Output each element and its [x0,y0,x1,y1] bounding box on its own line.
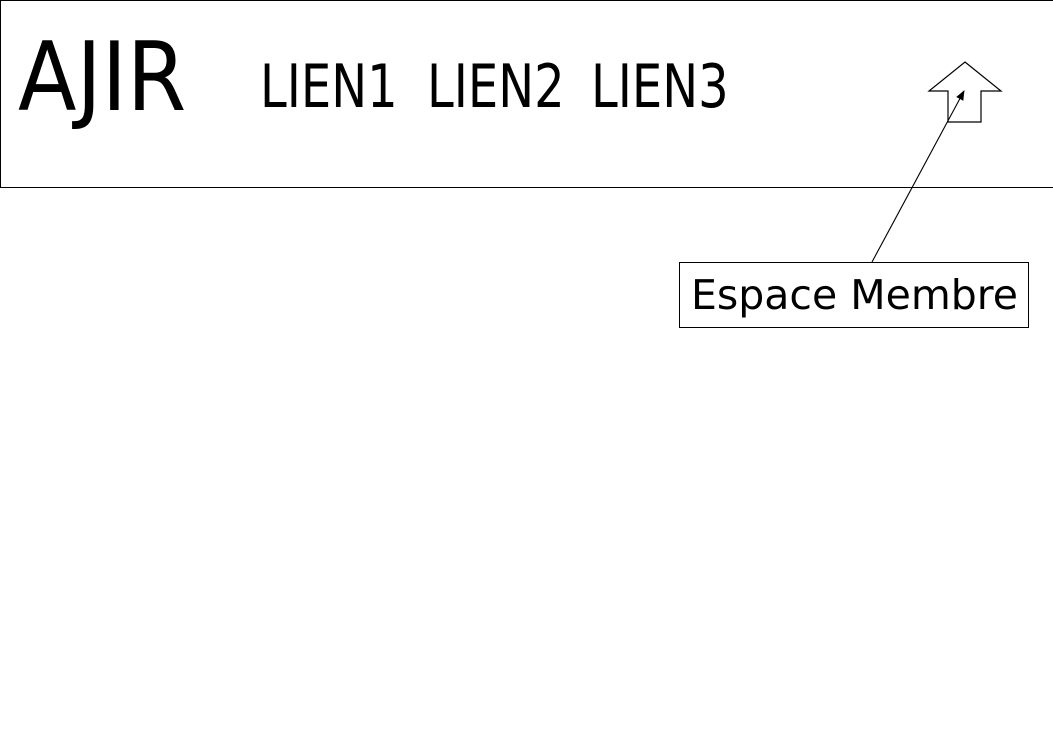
header-bar: AJIR LIEN1 LIEN2 LIEN3 [0,0,1053,188]
nav-link-3[interactable]: LIEN3 [591,52,729,122]
member-space-callout: Espace Membre [679,262,1029,328]
site-logo[interactable]: AJIR [18,23,187,133]
nav-link-2[interactable]: LIEN2 [427,52,565,122]
member-space-button[interactable] [926,58,1004,126]
callout-label: Espace Membre [691,271,1018,319]
nav-link-1[interactable]: LIEN1 [260,52,398,122]
